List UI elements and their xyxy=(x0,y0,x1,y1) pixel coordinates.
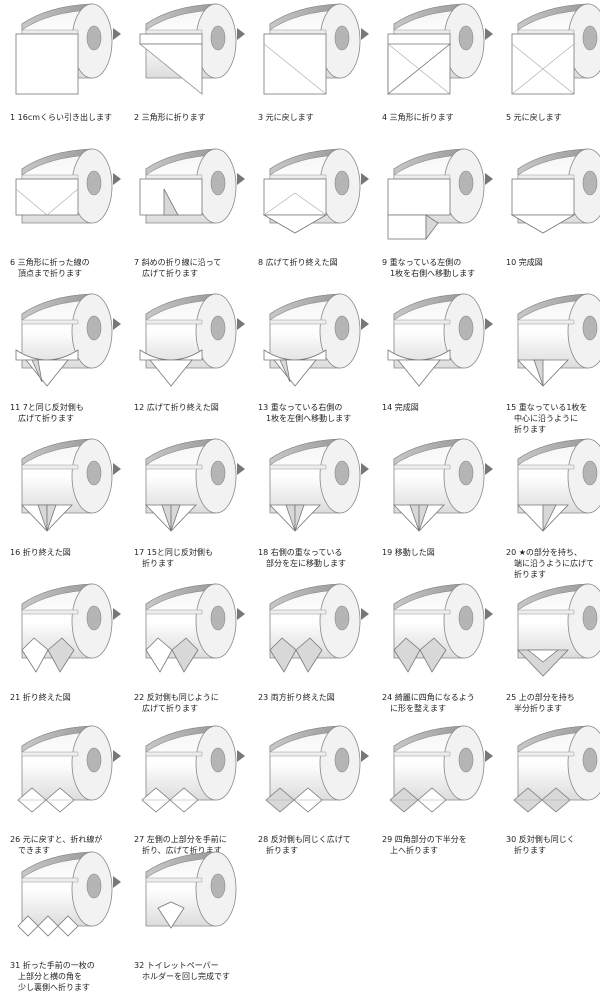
step-2: 2 三角形に折ります xyxy=(132,0,244,128)
step-caption: 7 斜めの折り線に沿って 広げて折ります xyxy=(134,258,222,278)
step-caption: 5 元に戻します xyxy=(506,113,562,122)
step-9: 9 重なっている左側の 1枚を右側へ移動します xyxy=(380,145,492,278)
next-step-arrow-icon xyxy=(485,173,493,185)
next-step-arrow-icon xyxy=(361,750,369,762)
step-20: 20 ★の部分を持ち、 端に沿うように広げて 折ります xyxy=(504,435,600,579)
step-7: 7 斜めの折り線に沿って 広げて折ります xyxy=(132,145,244,278)
step-28: 28 反対側も同じく広げて 折ります xyxy=(256,722,368,855)
step-caption: 4 三角形に折ります xyxy=(382,113,454,122)
next-step-arrow-icon xyxy=(237,608,245,620)
step-caption: 25 上の部分を持ち 半分折ります xyxy=(506,693,575,713)
step-16: 16 折り終えた図 xyxy=(8,435,120,563)
step-caption: 14 完成図 xyxy=(382,403,419,412)
step-caption: 1 16cmくらい引き出します xyxy=(10,113,113,122)
next-step-arrow-icon xyxy=(485,463,493,475)
step-31: 31 折った手前の一枚の 上部分と横の角を 少し裏側へ折ります xyxy=(8,848,120,992)
step-24: 24 綺麗に四角になるよう に形を整えます xyxy=(380,580,492,713)
step-caption: 11 7と同じ反対側も 広げて折ります xyxy=(10,403,84,423)
step-caption: 21 折り終えた図 xyxy=(10,693,71,702)
step-caption: 16 折り終えた図 xyxy=(10,548,71,557)
step-21: 21 折り終えた図 xyxy=(8,580,120,708)
step-caption: 23 両方折り終えた図 xyxy=(258,693,335,702)
step-27: 27 左側の上部分を手前に 折り、広げて折ります xyxy=(132,722,244,855)
step-caption: 27 左側の上部分を手前に 折り、広げて折ります xyxy=(134,835,227,855)
next-step-arrow-icon xyxy=(485,318,493,330)
next-step-arrow-icon xyxy=(361,463,369,475)
step-caption: 28 反対側も同じく広げて 折ります xyxy=(258,835,351,855)
step-8: 8 広げて折り終えた図 xyxy=(256,145,368,273)
next-step-arrow-icon xyxy=(361,173,369,185)
step-23: 23 両方折り終えた図 xyxy=(256,580,368,708)
step-caption: 31 折った手前の一枚の 上部分と横の角を 少し裏側へ折ります xyxy=(10,961,95,992)
step-caption: 19 移動した図 xyxy=(382,548,435,557)
next-step-arrow-icon xyxy=(237,28,245,40)
next-step-arrow-icon xyxy=(237,173,245,185)
step-6: 6 三角形に折った線の 頂点まで折ります xyxy=(8,145,120,278)
step-12: 12 広げて折り終えた図 xyxy=(132,290,244,418)
step-26: 26 元に戻すと、折れ線が できます xyxy=(8,722,120,855)
next-step-arrow-icon xyxy=(237,750,245,762)
next-step-arrow-icon xyxy=(361,318,369,330)
next-step-arrow-icon xyxy=(113,463,121,475)
step-caption: 24 綺麗に四角になるよう に形を整えます xyxy=(382,693,475,713)
next-step-arrow-icon xyxy=(485,608,493,620)
step-17: 17 15と同じ反対側も 折ります xyxy=(132,435,244,568)
step-18: 18 右側の重なっている 部分を左に移動します xyxy=(256,435,368,568)
step-19: 19 移動した図 xyxy=(380,435,492,563)
next-step-arrow-icon xyxy=(113,608,121,620)
step-caption: 6 三角形に折った線の 頂点まで折ります xyxy=(10,258,90,278)
step-caption: 32 トイレットペーパー ホルダーを回し完成です xyxy=(134,961,230,981)
step-4: 4 三角形に折ります xyxy=(380,0,492,128)
step-caption: 30 反対側も同じく 折ります xyxy=(506,835,575,855)
step-caption: 15 重なっている1枚を 中心に沿うように 折ります xyxy=(506,403,588,434)
step-caption: 29 四角部分の下半分を 上へ折ります xyxy=(382,835,467,855)
step-5: 5 元に戻します xyxy=(504,0,600,128)
next-step-arrow-icon xyxy=(113,173,121,185)
step-caption: 2 三角形に折ります xyxy=(134,113,206,122)
next-step-arrow-icon xyxy=(485,28,493,40)
step-32: 32 トイレットペーパー ホルダーを回し完成です xyxy=(132,848,244,981)
step-14: 14 完成図 xyxy=(380,290,492,418)
step-30: 30 反対側も同じく 折ります xyxy=(504,722,600,855)
next-step-arrow-icon xyxy=(361,28,369,40)
step-caption: 3 元に戻します xyxy=(258,113,314,122)
step-caption: 17 15と同じ反対側も 折ります xyxy=(134,548,213,568)
step-11: 11 7と同じ反対側も 広げて折ります xyxy=(8,290,120,423)
step-caption: 26 元に戻すと、折れ線が できます xyxy=(10,835,103,855)
step-22: 22 反対側も同じように 広げて折ります xyxy=(132,580,244,713)
step-29: 29 四角部分の下半分を 上へ折ります xyxy=(380,722,492,855)
step-caption: 20 ★の部分を持ち、 端に沿うように広げて 折ります xyxy=(506,548,594,579)
next-step-arrow-icon xyxy=(113,876,121,888)
step-caption: 8 広げて折り終えた図 xyxy=(258,258,338,267)
step-1: 1 16cmくらい引き出します xyxy=(8,0,120,128)
step-caption: 9 重なっている左側の 1枚を右側へ移動します xyxy=(382,258,476,278)
step-25: 25 上の部分を持ち 半分折ります xyxy=(504,580,600,713)
step-caption: 18 右側の重なっている 部分を左に移動します xyxy=(258,548,346,568)
step-10: 10 完成図 xyxy=(504,145,600,273)
step-3: 3 元に戻します xyxy=(256,0,368,128)
step-caption: 10 完成図 xyxy=(506,258,543,267)
next-step-arrow-icon xyxy=(237,318,245,330)
next-step-arrow-icon xyxy=(361,608,369,620)
step-caption: 12 広げて折り終えた図 xyxy=(134,403,219,412)
step-13: 13 重なっている右側の 1枚を左側へ移動します xyxy=(256,290,368,423)
next-step-arrow-icon xyxy=(113,28,121,40)
step-15: 15 重なっている1枚を 中心に沿うように 折ります xyxy=(504,290,600,434)
step-caption: 22 反対側も同じように 広げて折ります xyxy=(134,693,219,713)
next-step-arrow-icon xyxy=(113,750,121,762)
next-step-arrow-icon xyxy=(237,463,245,475)
step-caption: 13 重なっている右側の 1枚を左側へ移動します xyxy=(258,403,352,423)
next-step-arrow-icon xyxy=(485,750,493,762)
next-step-arrow-icon xyxy=(113,318,121,330)
